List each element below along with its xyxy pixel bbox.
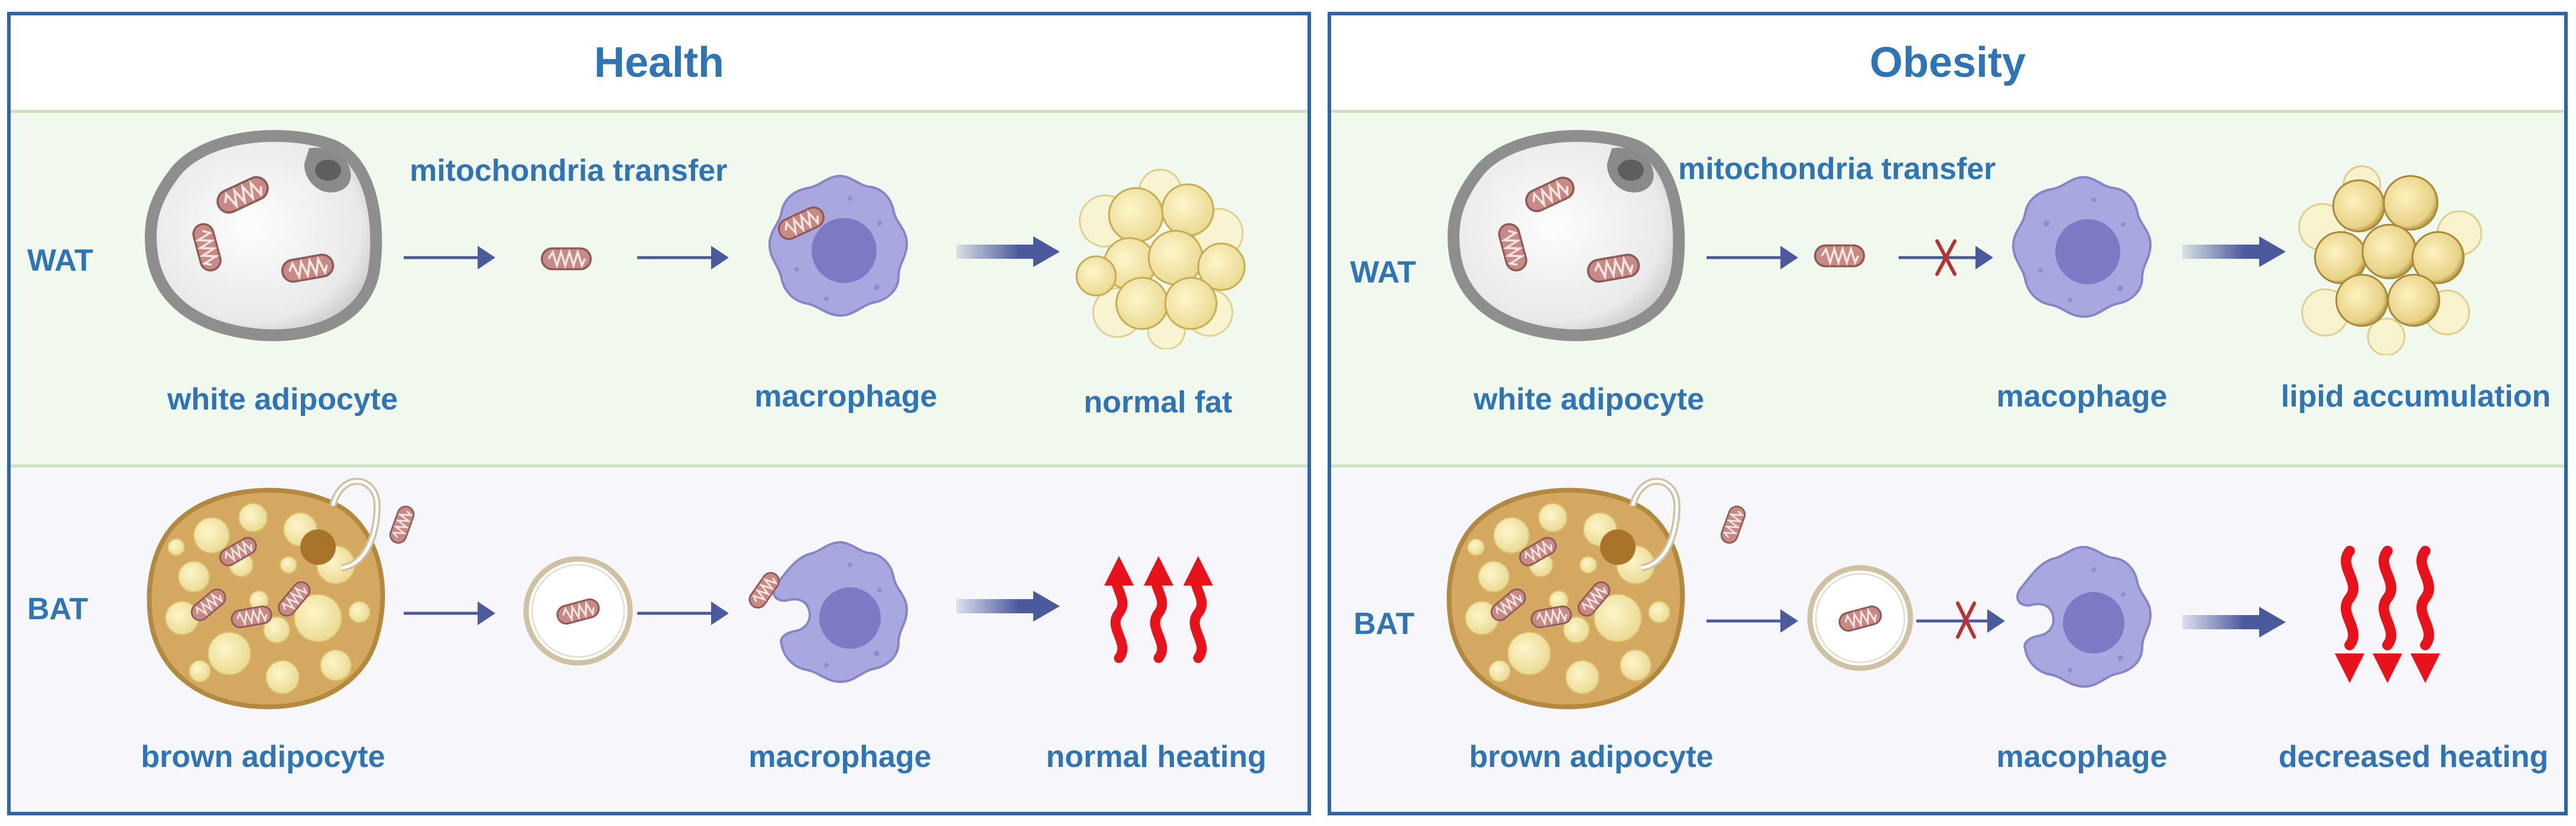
- panel-title-obesity: Obesity: [1869, 39, 2026, 86]
- mitochondrion-icon: [540, 247, 592, 271]
- vesicle-icon: [329, 477, 381, 571]
- panel-title-health: Health: [593, 39, 725, 86]
- arrow-icon: [404, 246, 495, 269]
- row-label-bat: BAT: [1354, 607, 1415, 641]
- obesity-panel: Obesity: [1328, 12, 2568, 815]
- block-x-icon: [1935, 239, 1957, 276]
- arrow-icon: [956, 236, 1060, 267]
- mitochondrion-icon: [387, 503, 417, 547]
- heat-arrows-icon: [2335, 551, 2440, 683]
- macrophage-icon: [768, 174, 908, 317]
- transfer-label: mitochondria transfer: [410, 154, 728, 188]
- macrophage-icon: [2016, 545, 2152, 688]
- macrophage-icon: [2012, 175, 2152, 318]
- fat-cluster-icon: [2298, 165, 2483, 355]
- target-label: macophage: [1996, 740, 2168, 774]
- arrow-icon: [637, 246, 729, 269]
- arrow-icon: [1916, 609, 2005, 633]
- arrow-icon: [1706, 609, 1798, 633]
- arrow-icon: [956, 591, 1060, 622]
- row-label-wat: WAT: [1350, 255, 1416, 290]
- source-label: brown adipocyte: [1469, 740, 1714, 774]
- mitochondrion-icon: [1813, 244, 1866, 268]
- health-panel: Health: [7, 12, 1311, 815]
- macrophage-icon: [773, 541, 908, 683]
- mitochondrion-icon: [1718, 503, 1748, 547]
- outcome-label: normal heating: [1046, 740, 1267, 774]
- brown-adipocyte-icon: [1449, 490, 1682, 707]
- vesicle-icon: [1629, 477, 1681, 571]
- white-adipocyte-icon: [151, 136, 376, 335]
- outcome-label: normal fat: [1083, 385, 1232, 419]
- arrow-icon: [637, 601, 729, 625]
- arrow-icon: [404, 601, 495, 625]
- health-illustration: [11, 15, 1246, 812]
- arrow-icon: [2182, 607, 2286, 638]
- source-label: brown adipocyte: [141, 740, 385, 774]
- arrow-icon: [2182, 236, 2286, 267]
- heat-arrows-icon: [1104, 556, 1213, 658]
- block-x-icon: [1956, 601, 1976, 639]
- source-label: white adipocyte: [1473, 382, 1705, 417]
- fat-cluster-icon: [1075, 168, 1246, 349]
- arrow-icon: [1899, 246, 1993, 269]
- row-label-wat: WAT: [27, 243, 93, 278]
- obesity-illustration: [1331, 15, 2483, 812]
- outcome-label: lipid accumulation: [2280, 379, 2551, 414]
- row-label-bat: BAT: [27, 592, 89, 626]
- outcome-label: decreased heating: [2278, 740, 2549, 774]
- target-label: macrophage: [748, 740, 932, 774]
- brown-adipocyte-icon: [149, 490, 382, 707]
- target-label: macrophage: [754, 379, 937, 414]
- transfer-label: mitochondria transfer: [1678, 152, 1996, 186]
- source-label: white adipocyte: [167, 382, 398, 417]
- white-adipocyte-icon: [1454, 136, 1679, 335]
- arrow-icon: [1706, 246, 1798, 269]
- target-label: macophage: [1996, 379, 2168, 414]
